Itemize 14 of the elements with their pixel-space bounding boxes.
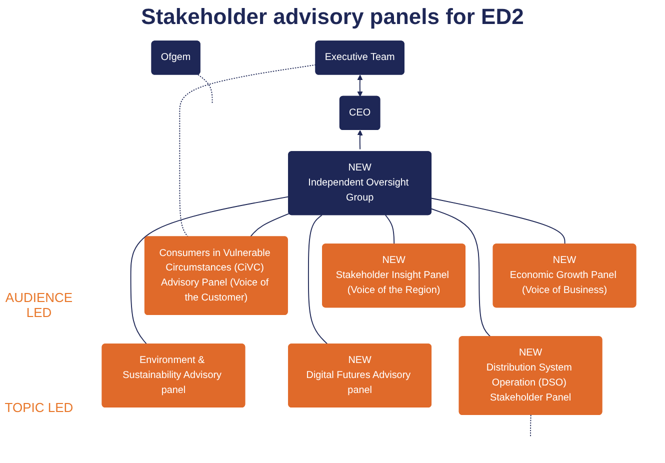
row-label: TOPIC LED — [4, 400, 74, 415]
connector — [250, 213, 290, 238]
row-label: AUDIENCE LED — [4, 290, 74, 320]
title: Stakeholder advisory panels for ED2 — [140, 4, 525, 30]
connector — [308, 214, 328, 345]
connector — [384, 214, 395, 245]
connector — [431, 198, 566, 245]
connector — [130, 196, 290, 345]
connector — [198, 74, 213, 104]
connector — [431, 208, 492, 338]
arrow — [357, 74, 363, 97]
connector — [179, 64, 316, 238]
arrow — [357, 130, 363, 150]
connector — [530, 414, 532, 437]
